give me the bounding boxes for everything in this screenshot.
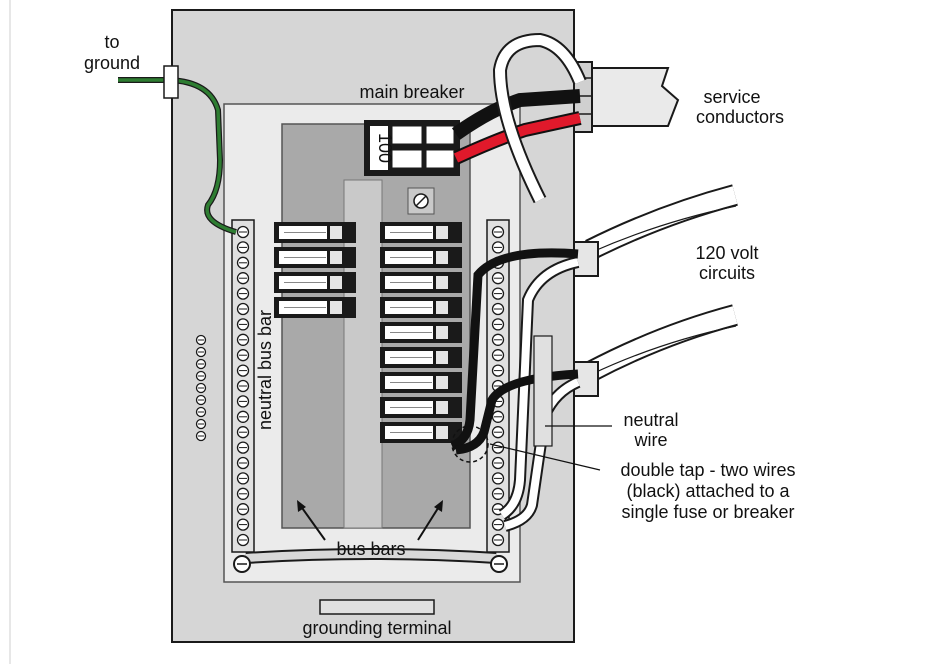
service-conductors-label-line2: conductors [696,107,784,127]
main-breaker-rating: 100 [375,133,395,163]
neutral-wire-label-line2: wire [633,430,667,450]
neutral-wires [498,256,581,532]
ground-wire [118,65,237,235]
right-branch-breaker [380,272,462,293]
bus-bars-label: bus bars [336,539,405,559]
panel-screw [407,187,435,215]
to-ground-label-line2: ground [84,53,140,73]
left-branch-breaker [274,222,356,243]
right-branch-breaker [380,422,462,443]
to-ground-label-line1: to [104,32,119,52]
double-tap-label-line2: (black) attached to a [626,481,790,501]
right-branch-breaker [380,222,462,243]
left-branch-breaker [274,247,356,268]
bottom-ground-bar [233,548,508,573]
double-tap-highlight [451,425,489,463]
service-conductors-label-line1: service [703,87,760,107]
service-wires [451,32,587,204]
service-conduit [569,61,680,133]
neutral-bus-bar-label: neutral bus bar [255,310,275,430]
grounding-terminal-strip [319,599,435,615]
right-branch-breaker [380,397,462,418]
double-tap-label-line3: single fuse or breaker [621,502,794,522]
left-branch-breaker [274,297,356,318]
circuits-label-line1: 120 volt [695,243,758,263]
right-branch-breaker [380,297,462,318]
right-branch-breaker [380,372,462,393]
right-branch-breaker [380,347,462,368]
right-breaker-column [380,222,462,443]
grounding-terminal-label: grounding terminal [302,618,451,638]
circuit-cables [573,184,738,397]
neutral-terminal-screws [533,335,553,447]
left-branch-breaker [274,272,356,293]
bus-bar-arrows [297,500,443,541]
right-branch-breaker [380,247,462,268]
right-branch-breaker [380,322,462,343]
circuits-label-line2: circuits [699,263,755,283]
double-tap-label-line1: double tap - two wires [620,460,795,480]
main-breaker: 100 [364,120,460,176]
neutral-wire-label-line1: neutral [623,410,678,430]
leader-lines [489,425,612,471]
left-breaker-column [274,222,356,318]
main-breaker-label: main breaker [359,82,464,102]
